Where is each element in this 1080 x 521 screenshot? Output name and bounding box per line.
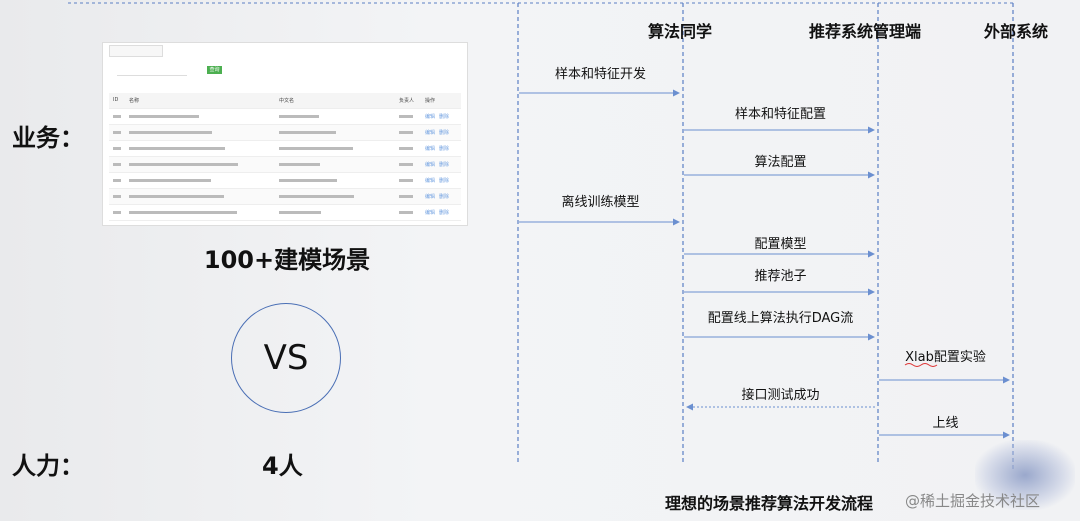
manpower-value: 4人 bbox=[262, 452, 303, 480]
thumb-edit-link: 编辑 bbox=[425, 146, 436, 152]
spellcheck-underline bbox=[904, 363, 938, 367]
scenario-table-thumbnail: 查询 ID 名称 中文名 负责人 操作 编辑 删除 编辑 删除 编辑 删除 编辑… bbox=[102, 42, 468, 226]
message-label: 离线训练模型 bbox=[561, 195, 640, 210]
thumb-delete-link: 删除 bbox=[439, 130, 450, 136]
arrow-head bbox=[686, 403, 693, 411]
message-label: 推荐池子 bbox=[754, 269, 807, 284]
th-cn: 中文名 bbox=[279, 98, 295, 104]
arrow-head bbox=[673, 218, 680, 226]
message-label: 样本和特征配置 bbox=[734, 107, 827, 122]
thumb-header: ID 名称 中文名 负责人 操作 bbox=[109, 93, 461, 109]
thumb-row: 编辑 删除 bbox=[109, 125, 461, 141]
logo bbox=[975, 440, 1075, 510]
thumb-row: 编辑 删除 bbox=[109, 141, 461, 157]
thumb-delete-link: 删除 bbox=[439, 162, 450, 168]
thumb-search-button: 查询 bbox=[207, 66, 222, 74]
thumb-row: 编辑 删除 bbox=[109, 205, 461, 221]
thumb-delete-link: 删除 bbox=[439, 194, 450, 200]
thumb-row: 编辑 删除 bbox=[109, 173, 461, 189]
lane-header-algorithm: 算法同学 bbox=[647, 22, 713, 41]
message-label: 算法配置 bbox=[754, 155, 807, 170]
th-name: 名称 bbox=[129, 98, 140, 104]
vs-circle: VS bbox=[231, 303, 341, 413]
arrow-head bbox=[868, 288, 875, 296]
thumb-row: 编辑 删除 bbox=[109, 109, 461, 125]
thumb-edit-link: 编辑 bbox=[425, 178, 436, 184]
arrow-head bbox=[868, 333, 875, 341]
message-label: 上线 bbox=[932, 416, 959, 431]
footer-title: 理想的场景推荐算法开发流程 bbox=[665, 494, 874, 513]
lane-header-rec-admin: 推荐系统管理端 bbox=[808, 22, 922, 41]
th-id: ID bbox=[113, 97, 119, 103]
thumb-delete-link: 删除 bbox=[439, 178, 450, 184]
thumb-tab bbox=[109, 45, 163, 57]
message-label: 样本和特征开发 bbox=[554, 67, 647, 82]
lane-header-external: 外部系统 bbox=[983, 22, 1049, 41]
arrow-head bbox=[868, 126, 875, 134]
thumb-search-input bbox=[117, 67, 187, 76]
thumb-edit-link: 编辑 bbox=[425, 114, 436, 120]
business-label: 业务： bbox=[12, 124, 84, 152]
scenario-count: 100+建模场景 bbox=[203, 246, 371, 274]
watermark: @稀土掘金技术社区 bbox=[905, 492, 1041, 510]
th-ops: 操作 bbox=[425, 98, 436, 104]
thumb-delete-link: 删除 bbox=[439, 114, 450, 120]
thumb-delete-link: 删除 bbox=[439, 210, 450, 216]
arrow-head bbox=[868, 250, 875, 258]
thumb-edit-link: 编辑 bbox=[425, 162, 436, 168]
thumb-edit-link: 编辑 bbox=[425, 194, 436, 200]
manpower-label: 人力： bbox=[12, 452, 84, 480]
thumb-row: 编辑 删除 bbox=[109, 157, 461, 173]
arrow-head bbox=[1003, 431, 1010, 439]
thumb-delete-link: 删除 bbox=[439, 146, 450, 152]
th-owner: 负责人 bbox=[399, 98, 415, 104]
message-label: 配置模型 bbox=[754, 237, 807, 252]
thumb-edit-link: 编辑 bbox=[425, 210, 436, 216]
message-label: 配置线上算法执行DAG流 bbox=[707, 311, 854, 326]
vs-text: VS bbox=[263, 338, 309, 378]
thumb-row: 编辑 删除 bbox=[109, 189, 461, 205]
message-label: 接口测试成功 bbox=[741, 388, 820, 403]
thumb-edit-link: 编辑 bbox=[425, 130, 436, 136]
arrow-head bbox=[1003, 376, 1010, 384]
arrow-head bbox=[673, 89, 680, 97]
arrow-head bbox=[868, 171, 875, 179]
message-label: Xlab配置实验 bbox=[905, 350, 986, 365]
